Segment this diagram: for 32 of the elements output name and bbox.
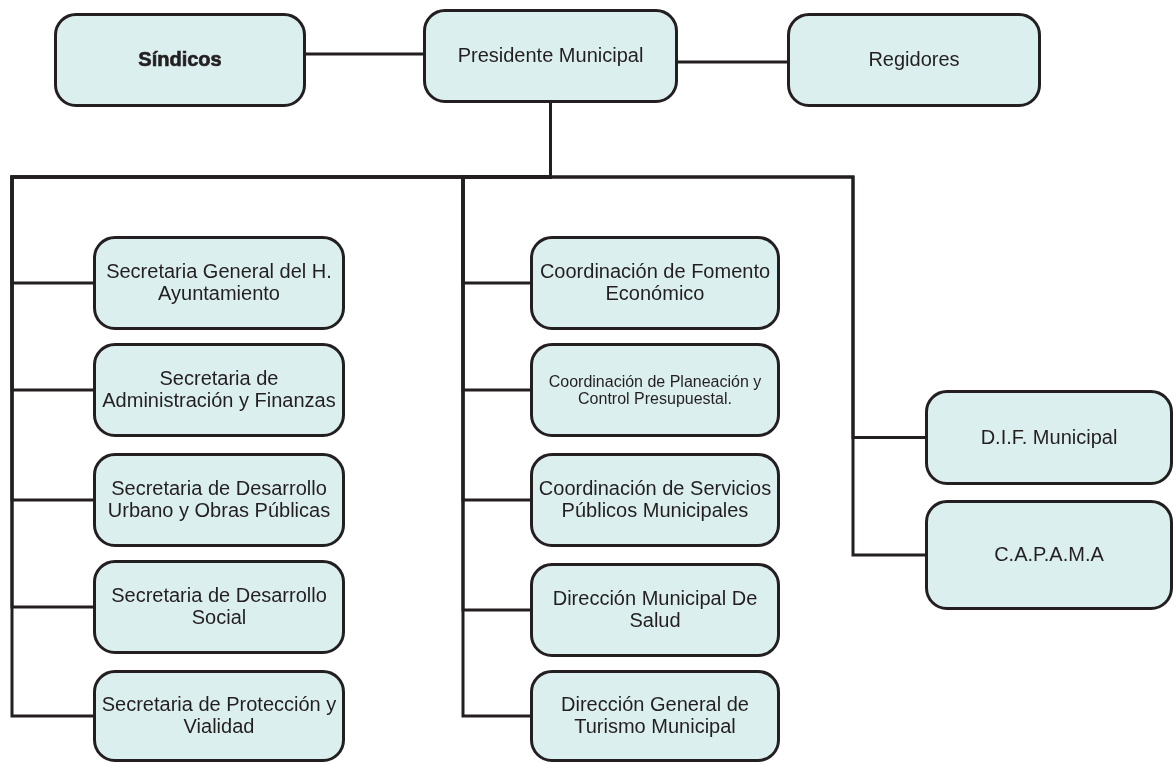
- org-box: [423, 9, 678, 103]
- org-box: [54, 13, 306, 107]
- connector-line: [678, 60, 787, 64]
- unit-name: C.A.P.A.M.A: [994, 544, 1104, 566]
- org-box: [93, 236, 345, 330]
- org-box: [530, 453, 780, 547]
- unit-name: Presidente Municipal: [457, 45, 644, 67]
- org-box: [530, 343, 780, 437]
- org-box: [925, 500, 1173, 610]
- unit-name: Coordinación de Planeación y Control Presupuestal.: [547, 372, 763, 408]
- unit-name: Secretaria de Desarrollo Urbano y Obras Públicas: [106, 478, 332, 522]
- unit-name: Dirección General de Turismo Municipal: [560, 694, 750, 738]
- org-box: [787, 13, 1041, 107]
- unit-name: Regidores: [868, 49, 960, 71]
- unit-name: Dirección Municipal De Salud: [551, 588, 759, 632]
- connector-line: [306, 52, 423, 56]
- unit-name: Secretaria de Desarrollo Social: [110, 585, 328, 629]
- unit-name: Secretaria de Protección y Vialidad: [100, 694, 338, 738]
- org-box: [925, 390, 1173, 485]
- org-box: [93, 670, 345, 762]
- unit-name: Secretaria General del H. Ayuntamiento: [105, 261, 333, 305]
- org-box: [93, 560, 345, 654]
- org-box: [530, 236, 780, 330]
- unit-name: Coordinación de Servicios Públicos Municipales: [537, 478, 773, 522]
- org-box: [93, 453, 345, 547]
- org-box: [93, 343, 345, 437]
- unit-name: Síndicos: [138, 49, 222, 71]
- org-box: [530, 670, 780, 762]
- unit-name: D.I.F. Municipal: [980, 426, 1118, 449]
- org-box: [530, 563, 780, 657]
- unit-name: Secretaria de Administración y Finanzas: [101, 368, 337, 412]
- unit-name: Coordinación de Fomento Económico: [538, 261, 772, 305]
